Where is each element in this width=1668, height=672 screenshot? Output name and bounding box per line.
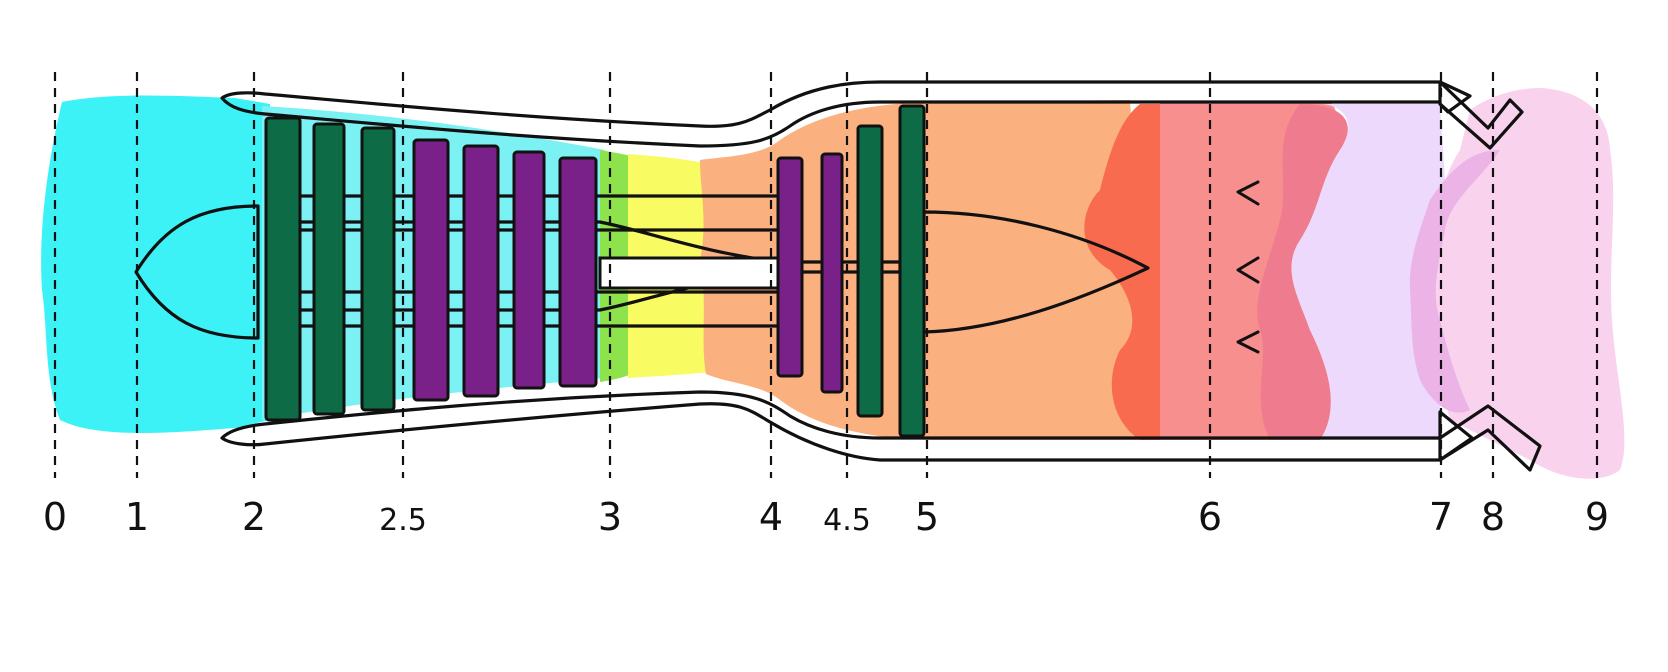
- lower-casing: [220, 390, 1474, 462]
- flame-holder-middle: [1236, 256, 1260, 284]
- exhaust-edge-region: [1409, 150, 1500, 413]
- shaft-gap: [598, 256, 782, 290]
- blade-row-3: [360, 126, 396, 412]
- blade-row-5: [462, 144, 500, 398]
- station-label-s1: 1: [125, 495, 149, 539]
- flame-front-region: [1084, 104, 1175, 440]
- station-label-s9: 9: [1585, 495, 1609, 539]
- blade-rows: [264, 104, 926, 438]
- blade-row-9: [820, 152, 844, 394]
- flame-holder-top: [1236, 180, 1260, 206]
- station-label-s7: 7: [1429, 495, 1453, 539]
- station-label-s5: 5: [915, 495, 939, 539]
- flame-holders: [1236, 180, 1260, 354]
- station-label-s2: 2: [242, 495, 266, 539]
- blade-row-1: [264, 116, 302, 422]
- station-label-s2_5: 2.5: [379, 503, 427, 538]
- flame-holder-bottom: [1236, 330, 1260, 354]
- station-label-s0: 0: [43, 495, 67, 539]
- blade-row-11: [898, 104, 926, 438]
- blade-row-2: [312, 122, 346, 416]
- blade-row-10: [856, 124, 884, 418]
- station-label-s6: 6: [1198, 495, 1222, 539]
- blade-row-6: [512, 150, 546, 390]
- station-label-s3: 3: [598, 495, 622, 539]
- tail-cone: [922, 210, 1150, 334]
- station-label-s4: 4: [759, 495, 783, 539]
- exhaust-region: [1430, 88, 1625, 479]
- blade-row-8: [776, 156, 804, 378]
- nozzle-flow-region: [1291, 104, 1445, 440]
- station-label-s4_5: 4.5: [823, 503, 871, 538]
- station-label-s8: 8: [1481, 495, 1505, 539]
- inlet-flow-region: [41, 95, 271, 433]
- blade-row-7: [558, 156, 598, 388]
- afterburner-edge-region: [1257, 104, 1348, 440]
- blade-row-4: [412, 138, 450, 402]
